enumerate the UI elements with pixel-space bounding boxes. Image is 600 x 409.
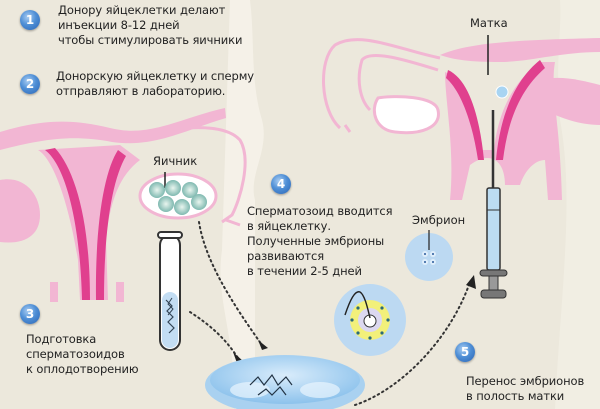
follicle: [165, 180, 181, 196]
test-tube: [157, 231, 183, 351]
left-reproductive-organs: [0, 108, 247, 302]
step-4-text: Сперматозоид вводится в яйцеклетку. Полу…: [247, 204, 393, 278]
right-uterus-inner-left: [446, 70, 484, 160]
step-3-badge: 3: [20, 304, 40, 324]
embryo-label: Эмбрион: [412, 213, 466, 227]
implanted-embryo: [495, 85, 509, 99]
egg-injection: [334, 284, 406, 356]
follicle: [174, 199, 190, 215]
step-5-badge: 5: [455, 342, 475, 362]
uterus-label: Матка: [470, 16, 508, 30]
right-tube-band: [440, 38, 600, 62]
ovary: [138, 172, 218, 220]
body-silhouette-right: [555, 0, 600, 409]
step-2-badge: 2: [20, 74, 40, 94]
arrow-head: [258, 340, 268, 350]
left-fallopian-tube: [111, 126, 247, 227]
step-1-text: Донору яйцеклетки делают инъекции 8-12 д…: [58, 3, 243, 47]
body-silhouette: [220, 0, 264, 409]
arrow-ovary-to-dish: [198, 221, 263, 346]
arrow-dish-to-syringe: [354, 281, 471, 406]
follicle: [158, 196, 174, 212]
arrow-tube-to-dish: [189, 311, 239, 359]
embryo: [405, 230, 453, 281]
step-3-text: Подготовка сперматозоидов к оплодотворен…: [26, 332, 139, 376]
follicle: [149, 182, 165, 198]
syringe: [479, 110, 508, 299]
left-uterus-inner: [45, 148, 90, 300]
right-ovary: [372, 95, 440, 135]
step-5-text: Перенос эмбрионов в полость матки: [466, 374, 585, 403]
left-leg-1: [50, 282, 58, 302]
petri-dish: [205, 355, 365, 409]
follicle: [182, 182, 198, 198]
step-2-text: Донорскую яйцеклетку и сперму отправляют…: [56, 69, 254, 98]
right-reproductive-organs: [322, 35, 600, 200]
arrow-head: [466, 275, 476, 289]
right-side-lobe: [540, 77, 600, 125]
left-uterus-inner-2: [95, 150, 126, 300]
step-4-badge: 4: [271, 174, 291, 194]
left-leg-2: [116, 282, 124, 302]
left-side-lobe: [0, 179, 40, 243]
follicle: [191, 194, 207, 210]
ovary-label: Яичник: [153, 154, 198, 168]
right-fallopian-tube: [322, 38, 441, 133]
step-1-badge: 1: [20, 10, 40, 30]
left-tube-band: [0, 108, 226, 150]
right-uterus-inner-right: [496, 60, 545, 160]
